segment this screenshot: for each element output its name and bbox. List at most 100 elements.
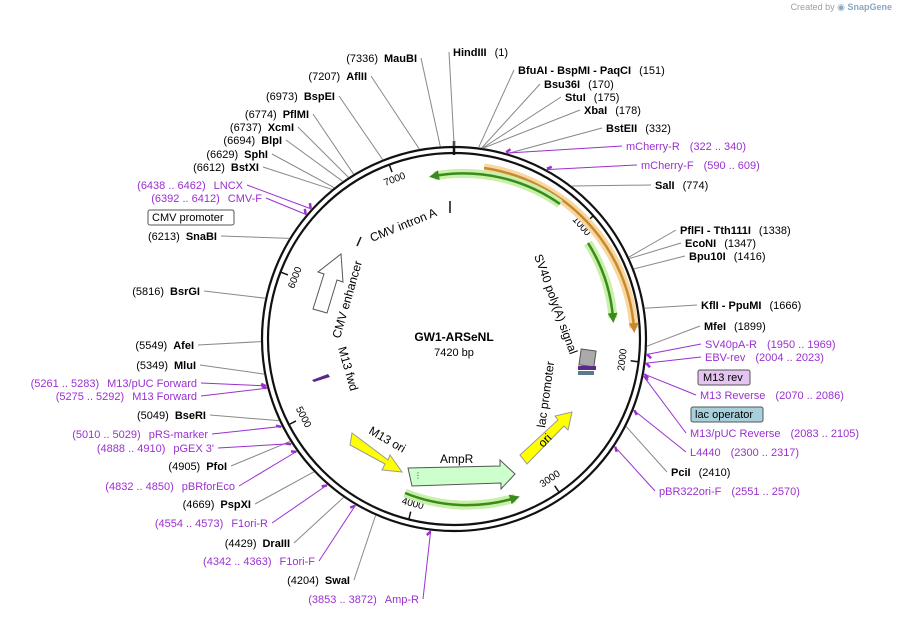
primer-labels: mCherry-R(322 .. 340)mCherry-F(590 .. 60… [31,141,859,606]
primer-leader-6 [633,409,687,453]
primer-11: (4832 .. 4850)pBRforEco [105,481,235,493]
primer-16: (6392 .. 6412)CMV-F [151,193,262,205]
orf-top-arrow [429,170,561,206]
site-2: Bsu36I(170) [544,79,614,91]
site-7: PflFI - Tth111I(1338) [680,225,791,237]
orf-bottom-arrow [404,491,520,507]
cmv-intron-tick2 [356,236,362,247]
leader-18 [199,364,265,375]
primer-leader-lines [200,145,702,600]
leader-13 [353,515,377,581]
site-19: (5549)AfeI [135,340,194,352]
primer-13: (5010 .. 5029)pRS-marker [72,429,208,441]
m13-fwd-label: M13 fwd [335,345,361,392]
site-25: (6737)XcmI [230,122,294,134]
leader-19 [197,341,262,346]
orf-right-arrow [586,242,618,323]
site-28: (7207)AflII [308,71,367,83]
leader-27 [338,95,384,160]
tick-7000 [388,164,393,173]
primer-leader-5 [643,375,687,434]
ori-arrow [519,411,573,465]
site-18: (5349)MluI [136,360,196,372]
primer-mark-2 [646,353,652,360]
primer-mark-12 [285,442,292,446]
site-13: (4204)SwaI [287,575,350,587]
lac-operator-mark [578,366,596,370]
primer-mark-13 [275,424,282,429]
leader-25 [297,126,349,178]
tick-4000 [408,511,412,520]
snapgene-logo-icon: ◉ [837,2,845,12]
leader-20 [203,290,266,299]
m13-ori-arrow [349,432,404,473]
site-labels: HindIII(1)BfuAI - BspMI - PaqCI(151)Bsu3… [132,47,801,587]
primer-2: SV40pA-R(1950 .. 1969) [705,339,835,351]
site-14: (4429)DraIII [225,538,290,550]
ampr-arrow [407,458,516,491]
site-6: SalI(774) [655,180,708,192]
sv40-box [578,348,597,368]
primer-leader-4 [643,373,697,396]
tick-label-5000: 5000 [293,405,313,430]
leader-lines [197,51,701,581]
primer-4: M13 Reverse(2070 .. 2086) [700,390,844,402]
cmv-intron-label: CMV intron A [368,205,439,244]
mcherry-orf-arrow [483,166,639,333]
site-22: (6612)BstXI [193,162,259,174]
primer-leader-14 [200,382,267,387]
primer-mark-14 [260,382,267,388]
primer-leader-15 [200,387,268,397]
leader-5 [507,127,603,155]
leader-1 [478,69,515,148]
tick-3000 [554,485,560,493]
snapgene-credit: Created by ◉ SnapGene [791,2,892,13]
leader-2 [481,83,541,149]
tick-label-2000: 2000 [616,348,630,372]
sv40-label: SV40 poly(A) signal [531,252,580,356]
leader-17 [209,414,280,422]
primer-mark-6 [633,409,638,416]
m13rev-box [697,369,751,386]
primer-0: mCherry-R(322 .. 340) [626,141,746,153]
primer-mark-16 [303,208,307,215]
site-10: KflI - PpuMI(1666) [701,300,801,312]
leader-29 [420,57,441,147]
primer-8: (3853 .. 3872)Amp-R [308,594,419,606]
primer-6: L4440(2300 .. 2317) [690,447,799,459]
site-5: BstEII(332) [606,123,671,135]
leader-0 [448,51,455,147]
leader-3 [482,96,562,149]
cmv-enhancer-arrow [312,253,344,314]
primer-mark-1 [546,165,553,170]
primer-15: (5275 .. 5292)M13 Forward [56,391,197,403]
primer-mark-17 [308,202,312,209]
leader-7 [628,229,677,258]
lac-operator-mark2 [578,371,594,375]
primer-17: (6438 .. 6462)LNCX [137,180,244,192]
site-21: (6213)SnaBI [148,231,217,243]
primer-leader-0 [505,145,623,154]
primer-mark-8 [425,530,432,537]
site-1: BfuAI - BspMI - PaqCI(151) [518,65,665,77]
leader-12 [625,426,668,473]
primer-leader-11 [238,450,298,487]
leader-8 [629,242,682,259]
site-11: MfeI(1899) [704,321,766,333]
primer-9: (4342 .. 4363)F1ori-F [203,556,315,568]
primer-leader-12 [217,443,292,449]
primer-leader-9 [318,504,356,562]
tick-2000 [630,360,639,363]
ampr-label: AmpR [440,452,474,466]
primer-leader-3 [645,356,702,364]
leader-15 [254,471,315,505]
primer-mark-7 [614,446,618,453]
m13rev-box-label: M13 rev [703,372,743,384]
credit-text: Created by [790,2,835,12]
tick-6000 [280,271,289,276]
leader-10 [644,304,698,309]
primer-7: pBR322ori-F(2551 .. 2570) [659,486,800,498]
primer-10: (4554 .. 4573)F1ori-R [155,518,268,530]
leader-14 [293,496,344,544]
primer-mark-10 [321,484,328,488]
